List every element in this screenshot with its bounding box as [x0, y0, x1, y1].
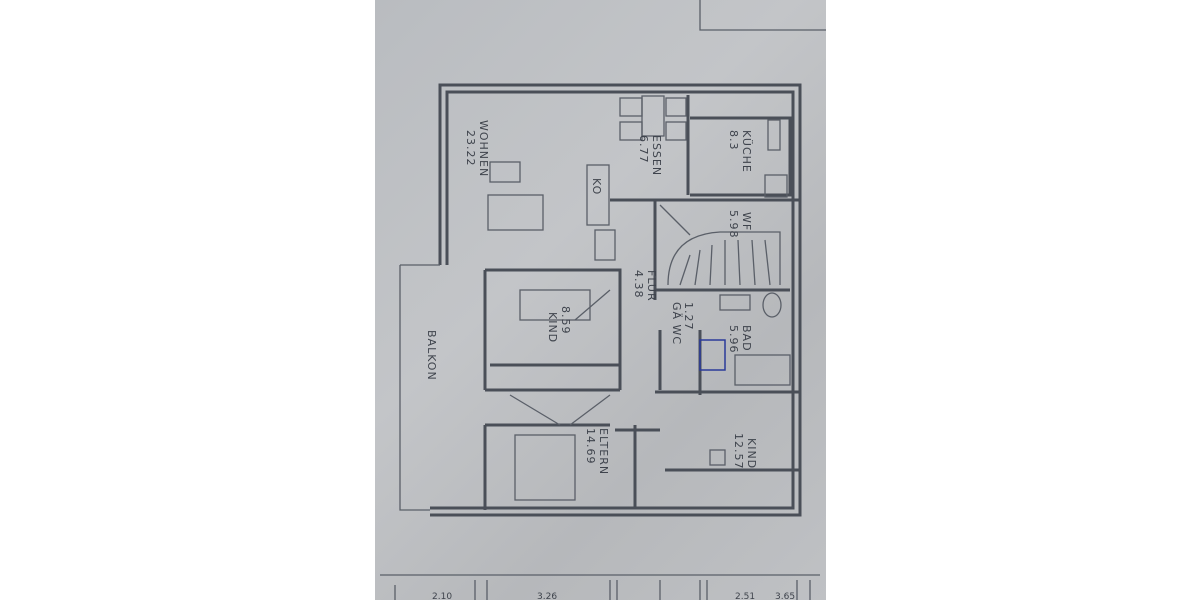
staircase — [667, 231, 781, 286]
outer-walls — [380, 0, 826, 576]
room-label-wohnen: WOHNEN — [477, 120, 490, 177]
interior-walls — [483, 95, 800, 510]
room-label-wf: WF — [740, 212, 753, 231]
room-label-essen: ESSEN — [650, 135, 663, 176]
room-label-kind-1: KIND — [546, 312, 559, 343]
room-label-eltern: ELTERN — [597, 428, 610, 475]
room-label-kind-2: KIND — [745, 438, 758, 469]
room-label-flur: FLUR — [645, 270, 658, 302]
dimension-label: 2.51 — [735, 592, 755, 600]
room-label-ko: KO — [590, 178, 603, 195]
room-area-gaeste-wc: 1.27 — [682, 302, 695, 331]
room-label-bad: BAD — [740, 325, 753, 352]
room-label-balkon: BALKON — [425, 330, 438, 381]
dimension-label: 3.26 — [537, 592, 557, 600]
room-area-bad: 5.96 — [727, 325, 740, 354]
room-area-kind-1: 8.59 — [559, 306, 572, 335]
room-labels: WOHNEN 23.22 ESSEN 6.77 KÜCHE 8.3 WF 5.9… — [425, 120, 758, 475]
room-area-flur: 4.38 — [632, 270, 645, 299]
room-label-gaeste-wc: GÄ WC — [670, 302, 683, 345]
room-area-wf: 5.98 — [727, 210, 740, 239]
room-area-eltern: 14.69 — [584, 428, 597, 465]
room-label-kueche: KÜCHE — [740, 130, 753, 173]
dimension-line: 2.10 3.26 2.51 3.65 — [394, 580, 811, 600]
room-area-essen: 6.77 — [637, 135, 650, 164]
dimension-label: 2.10 — [432, 592, 452, 600]
room-area-wohnen: 23.22 — [464, 130, 477, 167]
furniture — [487, 95, 791, 501]
floor-plan-photo — [375, 0, 826, 600]
dimension-label: 3.65 — [775, 592, 795, 600]
room-area-kind-2: 12.57 — [732, 433, 745, 470]
room-area-kueche: 8.3 — [727, 130, 740, 151]
